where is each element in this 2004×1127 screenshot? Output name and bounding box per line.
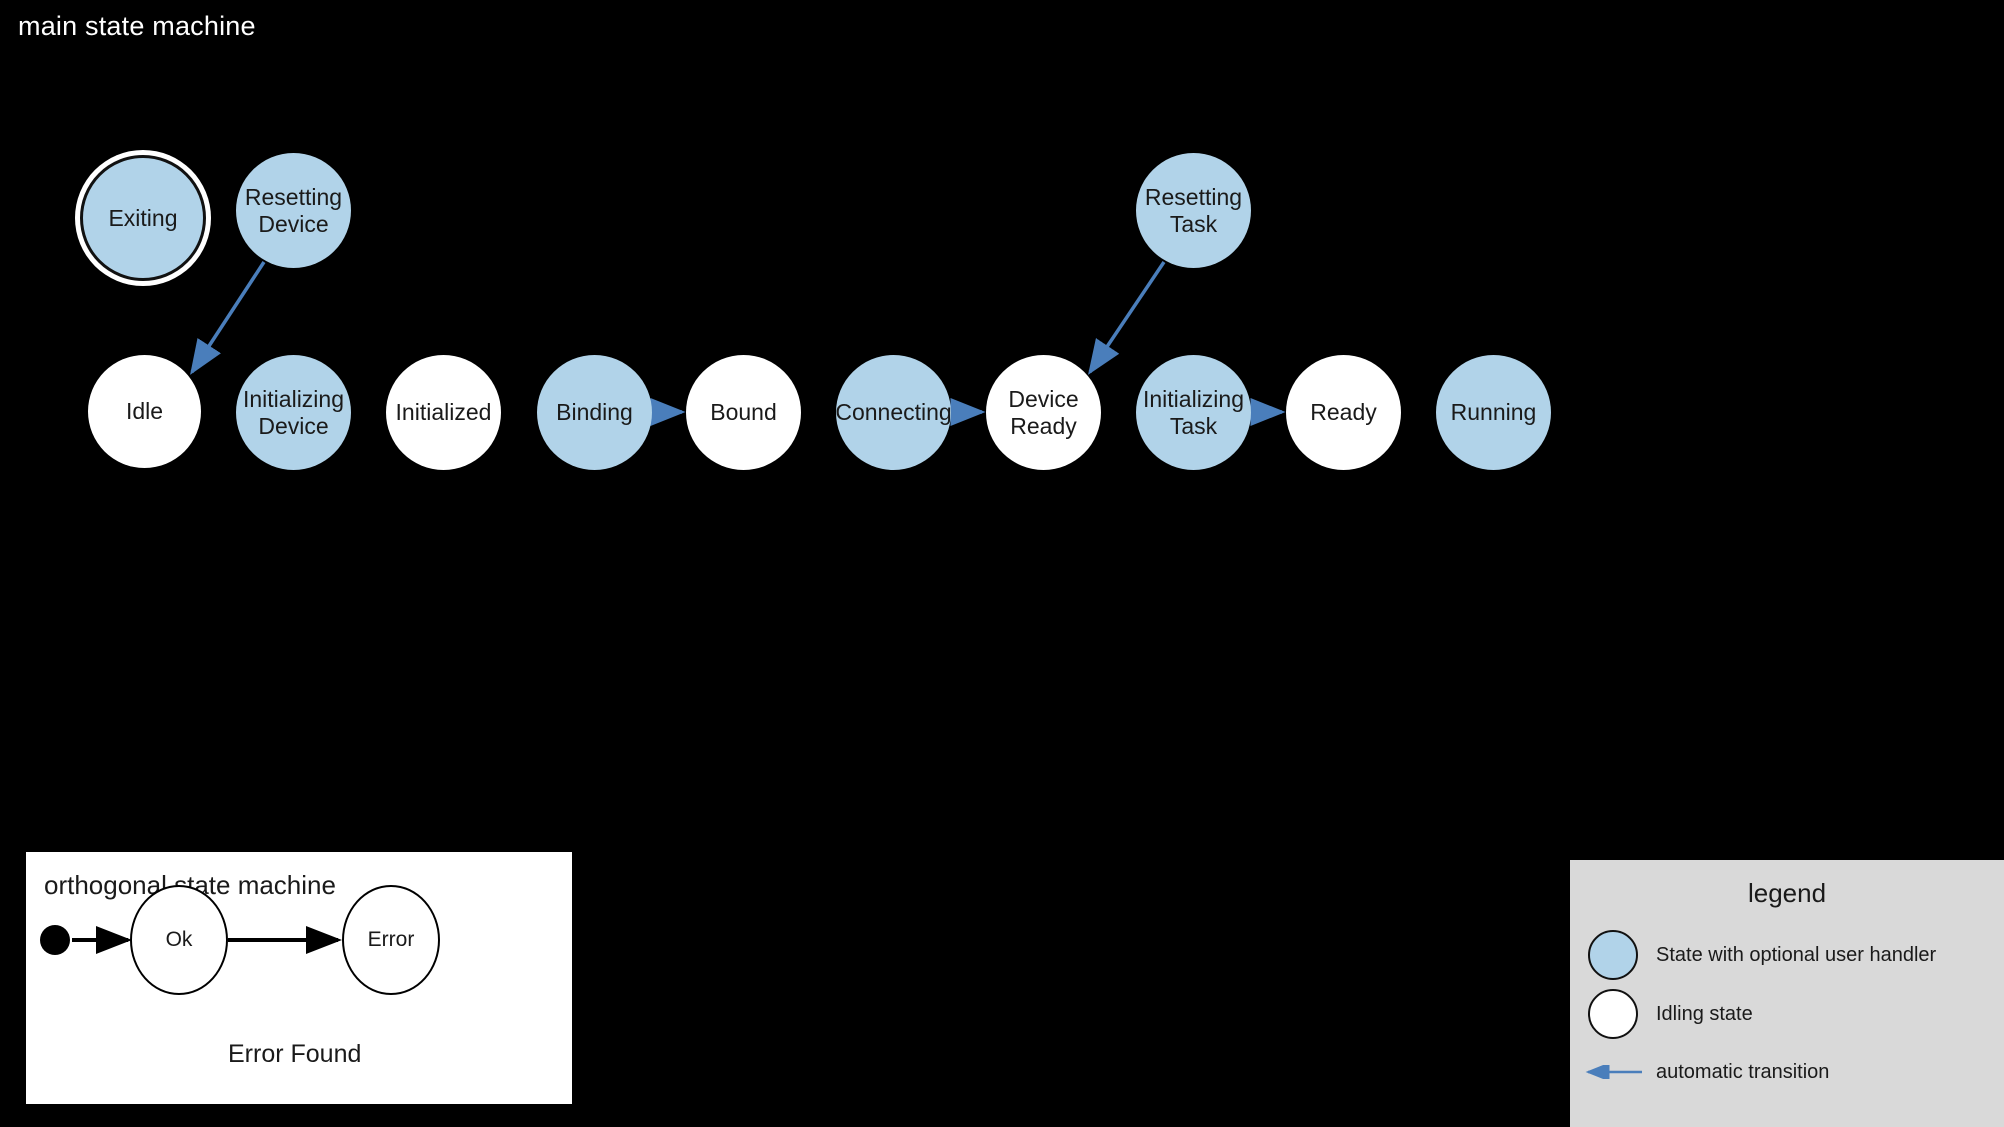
white-circle-icon: [1588, 989, 1638, 1039]
legend-item-label: Idling state: [1656, 1003, 1753, 1025]
orthogonal-state-machine-box: orthogonal state machine: [22, 848, 576, 1108]
blue-circle-icon: [1588, 930, 1638, 980]
transition-label-error-found: Error Found: [228, 1040, 362, 1068]
legend-item-idling-state: Idling state: [1570, 987, 2004, 1041]
ortho-state-node-error[interactable]: Error: [342, 885, 440, 995]
legend-item-label: automatic transition: [1656, 1061, 1830, 1083]
legend-item-state-with-handler: State with optional user handler: [1570, 928, 2004, 982]
legend-item-label: State with optional user handler: [1656, 944, 1937, 966]
legend-item-automatic-transition: automatic transition: [1570, 1045, 2004, 1099]
left-arrow-icon: [1585, 1065, 1642, 1079]
legend-title: legend: [1747, 878, 1827, 908]
initial-state-dot-icon: [40, 925, 70, 955]
page-title: main state machine: [18, 11, 256, 41]
transition-resetting-task-to-device-ready: [1088, 261, 1166, 375]
ortho-state-node-ok[interactable]: Ok: [130, 885, 228, 995]
state-label: Error: [367, 928, 415, 951]
transition-resetting-device-to-idle: [190, 261, 266, 375]
state-label: Ok: [165, 928, 193, 951]
legend-panel: legend State with optional user handler …: [1570, 860, 2004, 1127]
